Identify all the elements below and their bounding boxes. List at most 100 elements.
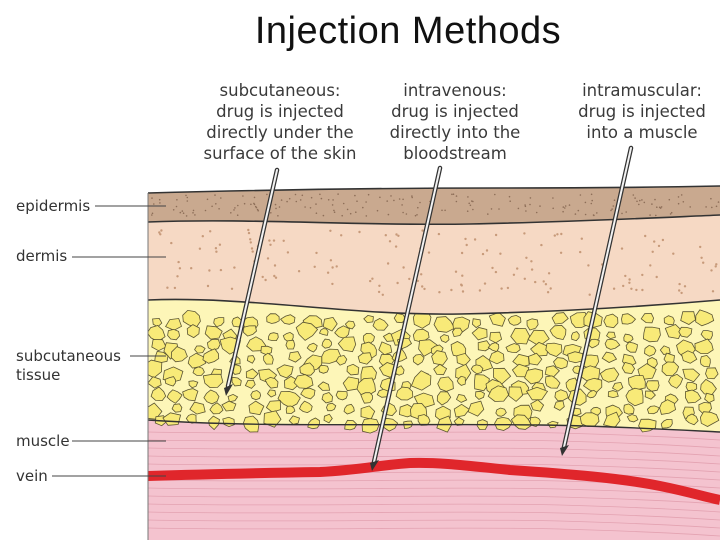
label-line: tissue (16, 366, 61, 384)
dermis-dot (297, 270, 301, 273)
fat-cell (625, 387, 644, 407)
dermis-dot (384, 234, 387, 237)
fat-cell (553, 400, 565, 411)
fat-cell (279, 314, 296, 325)
fat-cell (243, 325, 257, 337)
dermis-dot (381, 293, 384, 296)
fat-cell (436, 391, 452, 406)
fat-cell (335, 390, 348, 401)
fat-cell (244, 379, 256, 389)
muscle-fiber-line (148, 447, 720, 457)
dermis-dot (416, 279, 419, 283)
epidermis-dot (280, 199, 283, 201)
fat-cell (300, 387, 316, 400)
caption-line: directly into the (389, 123, 521, 142)
epidermis-dot (472, 208, 474, 211)
epidermis-dot (552, 197, 554, 199)
dermis-dot (678, 289, 681, 292)
fat-cell (567, 351, 584, 364)
fat-cell (475, 390, 485, 400)
epidermis-dot (584, 201, 587, 204)
dermis-dot (331, 282, 334, 286)
epidermis-dot (562, 210, 564, 213)
epidermis-dot (342, 202, 345, 205)
epidermis-dot (584, 213, 587, 216)
dermis-dot (544, 283, 548, 286)
epidermis-dot (214, 194, 216, 196)
caption-line: drug is injected (391, 102, 519, 121)
fat-cell (188, 380, 199, 389)
epidermis-dot (233, 209, 235, 211)
epidermis-dot (452, 193, 455, 195)
dermis-dot (460, 283, 463, 286)
dermis-dot (166, 286, 169, 289)
epidermis-dot (250, 203, 252, 206)
fat-cell (605, 331, 616, 340)
epidermis-dot (151, 197, 153, 199)
epidermis-dot (444, 209, 446, 212)
epidermis-dot (365, 215, 368, 217)
fat-cell (295, 321, 319, 341)
fat-cell (678, 326, 693, 338)
dermis-dot (377, 290, 381, 294)
muscle-fibers (148, 431, 720, 537)
epidermis-dot (535, 211, 538, 214)
dermis-dot (261, 275, 264, 279)
fat-cell (607, 390, 619, 399)
fat-cell (299, 400, 313, 414)
epidermis-dot (660, 206, 663, 208)
dermis-dot (711, 290, 715, 293)
fat-cell (508, 386, 524, 402)
epidermis-dot (591, 199, 593, 202)
muscle-fiber-line (148, 503, 720, 513)
epidermis-dot (524, 204, 526, 206)
fat-cell (321, 392, 333, 404)
epidermis-dot (455, 200, 458, 203)
fat-cell (166, 389, 183, 404)
epidermis-dot (611, 208, 613, 210)
fat-cell (437, 376, 454, 392)
epidermis-dot (181, 210, 184, 212)
epidermis-dot (612, 205, 615, 207)
epidermis-dot (524, 205, 527, 208)
fat-cell (248, 400, 265, 416)
epidermis-dot (242, 195, 244, 197)
epidermis-dot (204, 209, 207, 212)
dermis-dot (176, 275, 179, 278)
dermis-dot (396, 281, 399, 285)
fat-cell (471, 327, 488, 341)
epidermis-dot (682, 201, 685, 203)
dermis-dot (397, 234, 400, 237)
fat-cell (545, 342, 563, 357)
epidermis-dot (206, 198, 209, 201)
fat-cell (395, 386, 414, 401)
epidermis-dot (362, 206, 364, 209)
dermis-dot (249, 241, 252, 244)
dermis-dot (386, 262, 390, 265)
caption-line: intramuscular: (582, 81, 702, 100)
fat-cell (530, 399, 545, 412)
dermis-dot (421, 285, 424, 288)
fat-cell (623, 403, 635, 415)
fat-cell (346, 363, 360, 376)
epidermis-dot (596, 212, 598, 214)
dermis-dot (315, 251, 318, 255)
fat-cell (586, 389, 598, 399)
fat-cell (626, 414, 639, 423)
skin-surface-line (148, 185, 720, 194)
fat-cell (625, 341, 638, 353)
epidermis-dot (322, 214, 325, 217)
dermis-dot (218, 243, 222, 246)
fat-cell (660, 418, 673, 429)
fat-cell (700, 330, 713, 341)
epidermis-dot (414, 214, 417, 217)
epidermis-dot (677, 196, 680, 198)
fat-cell (493, 367, 512, 385)
fat-cell (321, 338, 332, 349)
epidermis-dot (319, 193, 321, 196)
epidermis-dot (471, 200, 473, 202)
fat-cell (317, 381, 331, 391)
dermis-dot (534, 280, 537, 284)
fat-cell (360, 405, 376, 420)
fat-cell (603, 313, 619, 329)
